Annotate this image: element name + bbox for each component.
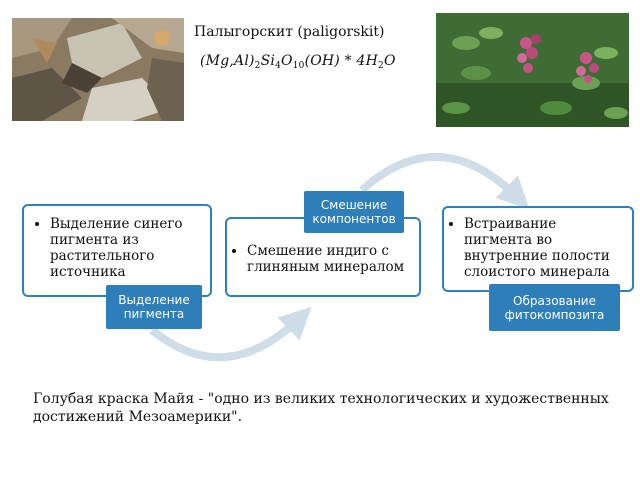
mineral-title: Палыгорскит (paligorskit) <box>194 24 385 40</box>
step-3-box: Встраивание пигмента во внутренние полос… <box>442 206 634 292</box>
step-3-label: Образование фитокомпозита <box>489 284 620 331</box>
step-1-label: Выделение пигмента <box>106 285 202 329</box>
caption-text: Голубая краска Майя - "одно из великих т… <box>33 391 609 425</box>
mineral-rock-photo <box>12 18 184 121</box>
mineral-formula: (Mg,Al)2Si4O10(OH) * 4H2O <box>200 53 396 71</box>
step-2-label: Смешение компонентов <box>304 191 404 233</box>
step-3-text: Встраивание пигмента во внутренние полос… <box>464 216 628 280</box>
step-2-text: Смешение индиго с глиняным минералом <box>247 243 413 275</box>
step-1-text: Выделение синего пигмента из растительно… <box>50 216 204 280</box>
indigo-plant-photo <box>436 13 629 127</box>
step-1-box: Выделение синего пигмента из растительно… <box>22 204 212 297</box>
arrow-bottom <box>149 306 312 362</box>
arrow-top <box>359 153 530 210</box>
